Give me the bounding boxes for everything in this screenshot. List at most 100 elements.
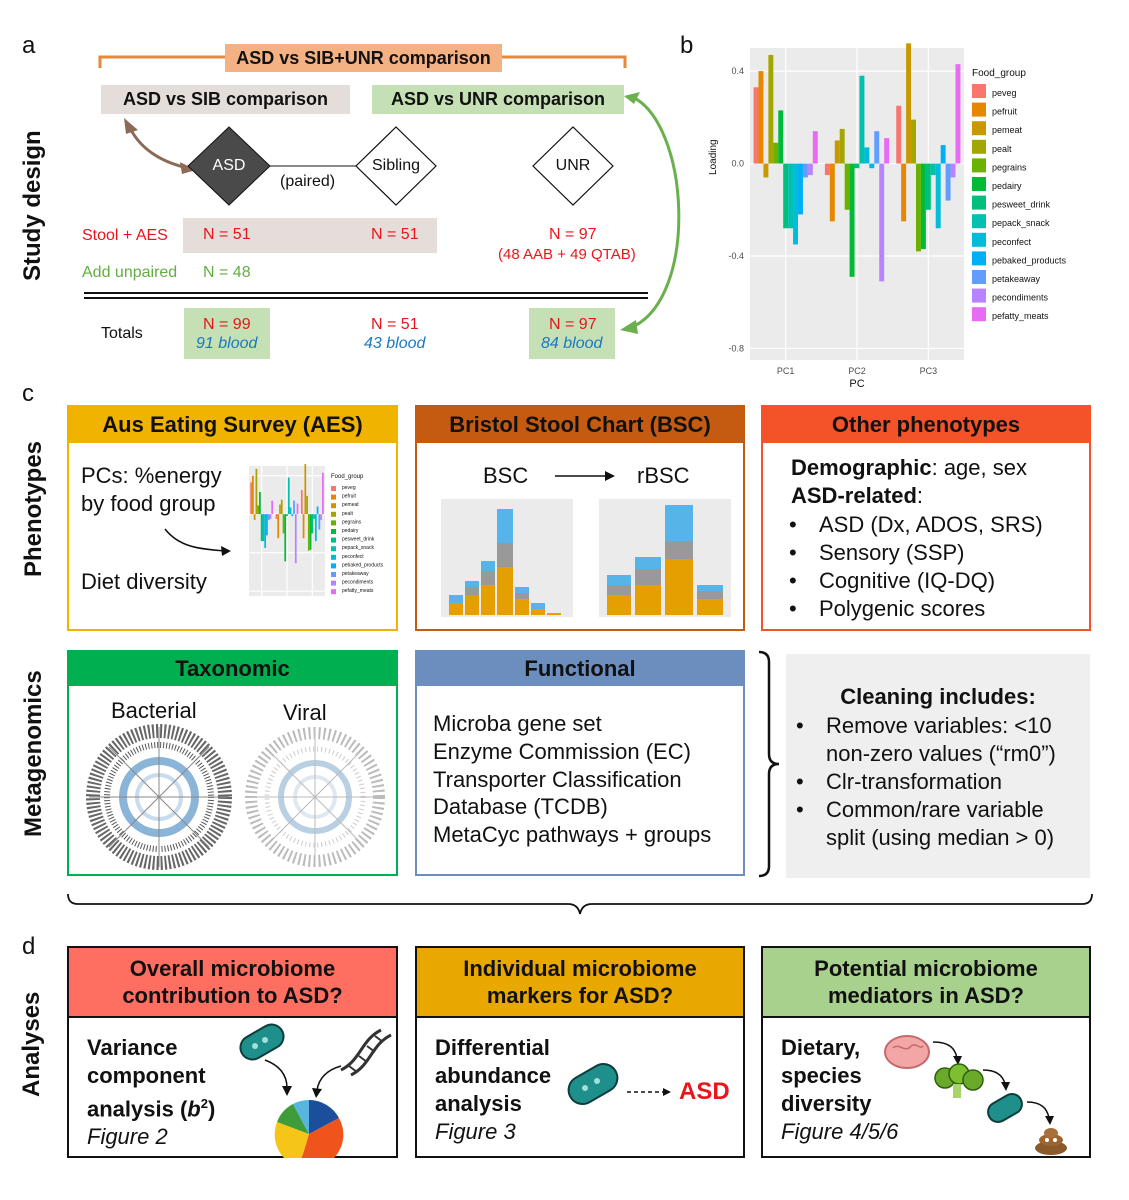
functional-box: Functional Microba gene set Enzyme Commi…: [415, 650, 745, 876]
list-item: Polygenic scores: [785, 595, 1043, 623]
stool-aes-label: Stool + AES: [82, 227, 168, 244]
bar-petakeaway: [267, 514, 270, 520]
aes-box: Aus Eating Survey (AES) PCs: %energy by …: [67, 405, 398, 631]
bar-pealt: [768, 54, 774, 164]
x-axis-label: PC: [849, 378, 864, 390]
legend-swatch: [972, 139, 986, 154]
asd-node-label: ASD: [212, 157, 246, 174]
bar-peveg: [300, 490, 303, 515]
demographic-bold: Demographic: [791, 455, 932, 480]
asd-vs-sib-banner: ASD vs SIB comparison: [101, 85, 350, 114]
functional-list: Microba gene set Enzyme Commission (EC) …: [433, 710, 711, 849]
legend-label: pepack_snack: [992, 218, 1050, 228]
bar-pegrains: [307, 514, 310, 551]
bar-pefatty_meats: [884, 138, 890, 164]
bar-pegrains: [257, 505, 260, 515]
right-brace: [758, 650, 780, 878]
legend-label: petakeaway: [992, 274, 1041, 284]
bar-pebaked_products: [266, 514, 268, 536]
bar-pefatty_meats: [955, 64, 961, 164]
bar-peconfect: [864, 147, 870, 164]
legend-label: pepack_snack: [342, 545, 374, 551]
bar-pedairy: [849, 163, 855, 277]
legend-label: pefruit: [342, 494, 357, 500]
legend-swatch: [331, 546, 336, 552]
bar-pegrains: [915, 163, 921, 252]
stool-unr-detail: (48 AAB + 49 QTAB): [498, 246, 636, 263]
bar-pepack_snack: [859, 75, 865, 164]
bar-pealt: [280, 499, 283, 515]
bar-pesweet_drink: [260, 514, 263, 542]
aes-line1: PCs: %energy: [81, 463, 222, 488]
legend-label: peconfect: [992, 237, 1032, 247]
bar-pebaked_products: [291, 514, 294, 517]
add-unpaired-label: Add unpaired: [82, 264, 178, 281]
bar-pecondiments: [269, 514, 272, 519]
stool-sib-n: N = 51: [371, 226, 419, 243]
bar-petakeaway: [318, 514, 321, 530]
unpaired-asd-n: N = 48: [203, 264, 251, 281]
list-item: Clr-transformation: [792, 768, 1084, 796]
bar-petakeaway: [874, 131, 880, 164]
bar-peconfect: [264, 514, 267, 548]
bar-pefruit: [901, 163, 907, 222]
bsc-left-label: BSC: [483, 463, 529, 488]
bar-pefruit: [758, 71, 764, 164]
bar-pecondiments: [320, 514, 322, 520]
bacterial-label: Bacterial: [111, 698, 197, 723]
bar-pefruit: [277, 514, 280, 539]
bacterium-icon: [987, 1093, 1023, 1123]
overall-title-1: Overall microbiome: [129, 955, 336, 981]
demographic-line: Demographic: age, sex: [791, 455, 1027, 481]
individual-figure-ref: Figure 3: [435, 1119, 516, 1144]
list-item: Transporter Classification: [433, 766, 682, 792]
bar-peconfect: [289, 507, 292, 515]
bar-peveg: [824, 163, 830, 176]
bar-pealt: [839, 128, 845, 164]
legend-label: pefatty_meats: [992, 311, 1049, 321]
legend-swatch: [331, 503, 336, 509]
variance-illustration: [239, 1023, 392, 1158]
poop-icon: [1035, 1128, 1067, 1155]
totals-asd-n: N = 99: [203, 316, 251, 333]
aes-line3: Diet diversity: [81, 569, 207, 594]
individual-body-2: abundance: [435, 1063, 552, 1088]
legend-swatch: [331, 511, 336, 517]
legend-swatch: [972, 307, 986, 322]
bar-pecondiments: [294, 514, 297, 564]
stool-unr-n: N = 97: [549, 226, 597, 243]
bar-pesweet_drink: [311, 514, 314, 534]
legend-swatch: [331, 563, 336, 569]
dna-icon: [340, 1028, 392, 1077]
stool-row-band: [183, 218, 437, 253]
mediators-title-2: mediators in ASD?: [828, 983, 1024, 1008]
legend-swatch: [331, 520, 336, 526]
legend-swatch: [331, 554, 336, 560]
legend-label: peconfect: [342, 554, 364, 560]
individual-title-2: markers for ASD?: [486, 983, 674, 1008]
brain-icon: [884, 1035, 930, 1069]
mediators-body-3: diversity: [781, 1091, 872, 1116]
bar-pebaked_products: [940, 145, 946, 164]
sibling-node-label: Sibling: [371, 157, 421, 174]
legend-swatch: [972, 214, 986, 229]
totals-asd-box: [184, 308, 270, 359]
legend-swatch: [972, 232, 986, 247]
mediators-header: Potential microbiome mediators in ASD?: [763, 948, 1089, 1018]
totals-asd-blood: 91 blood: [196, 335, 258, 352]
asd-vs-sib-unr-text: ASD vs SIB+UNR comparison: [236, 47, 491, 68]
aes-title: Aus Eating Survey (AES): [102, 412, 363, 438]
legend-label: peveg: [992, 88, 1017, 98]
totals-unr-box: [529, 308, 615, 359]
bar-pebaked_products: [316, 506, 319, 515]
legend-label: pedairy: [992, 181, 1022, 191]
analyses-label: Analyses: [18, 991, 45, 1097]
totals-unr-n: N = 97: [549, 316, 597, 333]
legend-swatch: [972, 121, 986, 136]
bar-pemeat: [906, 43, 912, 164]
sibling-node-shape: [355, 126, 437, 206]
other-title: Other phenotypes: [831, 412, 1021, 438]
bar-pemeat: [763, 163, 769, 178]
legend-label: pesweet_drink: [342, 537, 375, 543]
other-header: Other phenotypes: [763, 407, 1089, 443]
